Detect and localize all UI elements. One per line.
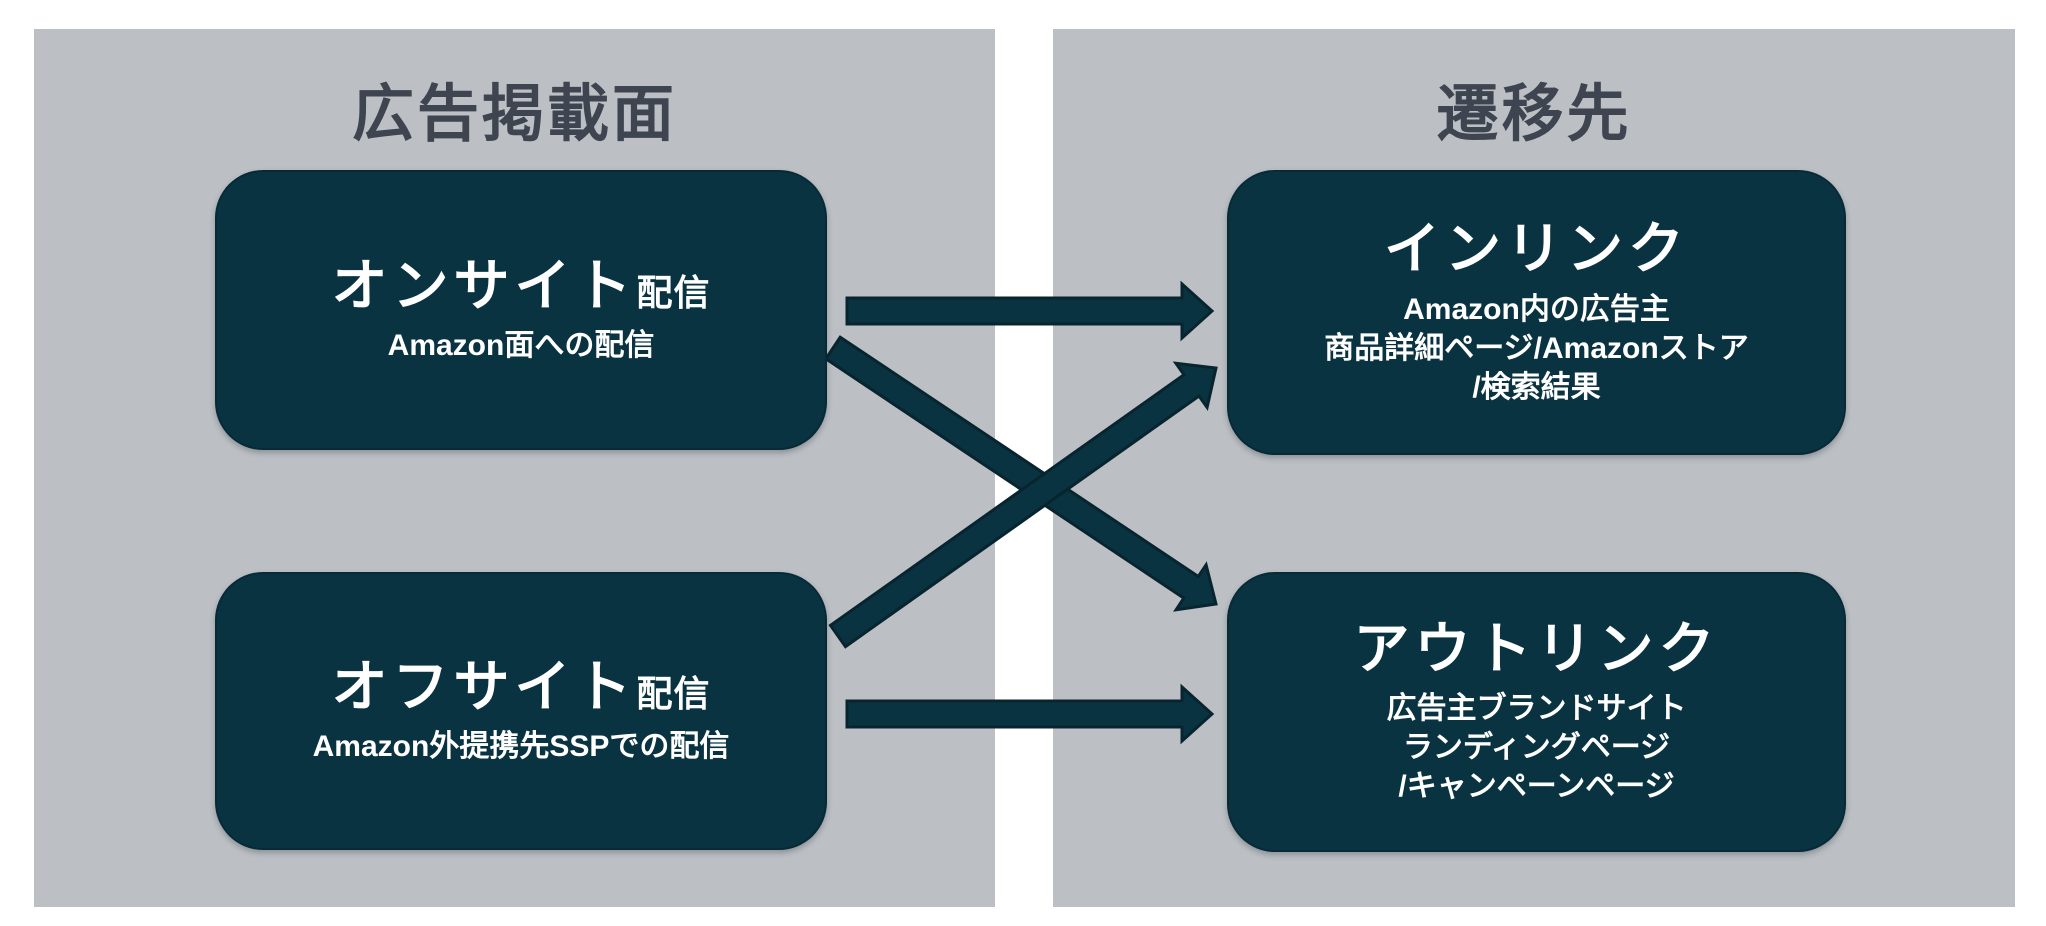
box-inlink-subtitle: Amazon内の広告主 商品詳細ページ/Amazonストア /検索結果	[1324, 290, 1748, 407]
box-onsite-subtitle: Amazon面への配信	[387, 329, 655, 363]
box-onsite-delivery: オンサイト配信 Amazon面への配信	[215, 170, 827, 450]
box-offsite-title-suffix: 配信	[636, 672, 711, 714]
box-onsite-title: オンサイト配信	[331, 253, 711, 317]
box-inlink-subtitle-line: 商品詳細ページ/Amazonストア	[1324, 331, 1749, 365]
box-outlink-subtitle: 広告主ブランドサイト ランディングページ /キャンペーンページ	[1387, 689, 1687, 806]
box-inlink-subtitle-line: /検索結果	[1472, 370, 1601, 404]
panel-destination-title: 遷移先	[1436, 80, 1632, 149]
box-outlink-subtitle-line: /キャンペーンページ	[1398, 770, 1675, 804]
box-onsite-title-main: オンサイト	[331, 253, 637, 317]
box-offsite-title-main: オフサイト	[331, 654, 637, 718]
box-outlink-subtitle-line: 広告主ブランドサイト	[1386, 692, 1687, 726]
box-offsite-delivery: オフサイト配信 Amazon外提携先SSPでの配信	[215, 572, 827, 850]
box-outlink: アウトリンク 広告主ブランドサイト ランディングページ /キャンペーンページ	[1227, 572, 1846, 852]
box-outlink-title: アウトリンク	[1353, 616, 1720, 680]
box-inlink-title: インリンク	[1384, 217, 1689, 281]
box-inlink: インリンク Amazon内の広告主 商品詳細ページ/Amazonストア /検索結…	[1227, 170, 1846, 455]
box-onsite-title-suffix: 配信	[636, 271, 711, 313]
box-outlink-subtitle-line: ランディングページ	[1402, 731, 1671, 765]
box-offsite-title: オフサイト配信	[331, 654, 711, 718]
panel-ad-placement-title: 広告掲載面	[351, 80, 677, 149]
box-inlink-subtitle-line: Amazon内の広告主	[1403, 292, 1670, 326]
box-offsite-subtitle: Amazon外提携先SSPでの配信	[312, 730, 730, 764]
